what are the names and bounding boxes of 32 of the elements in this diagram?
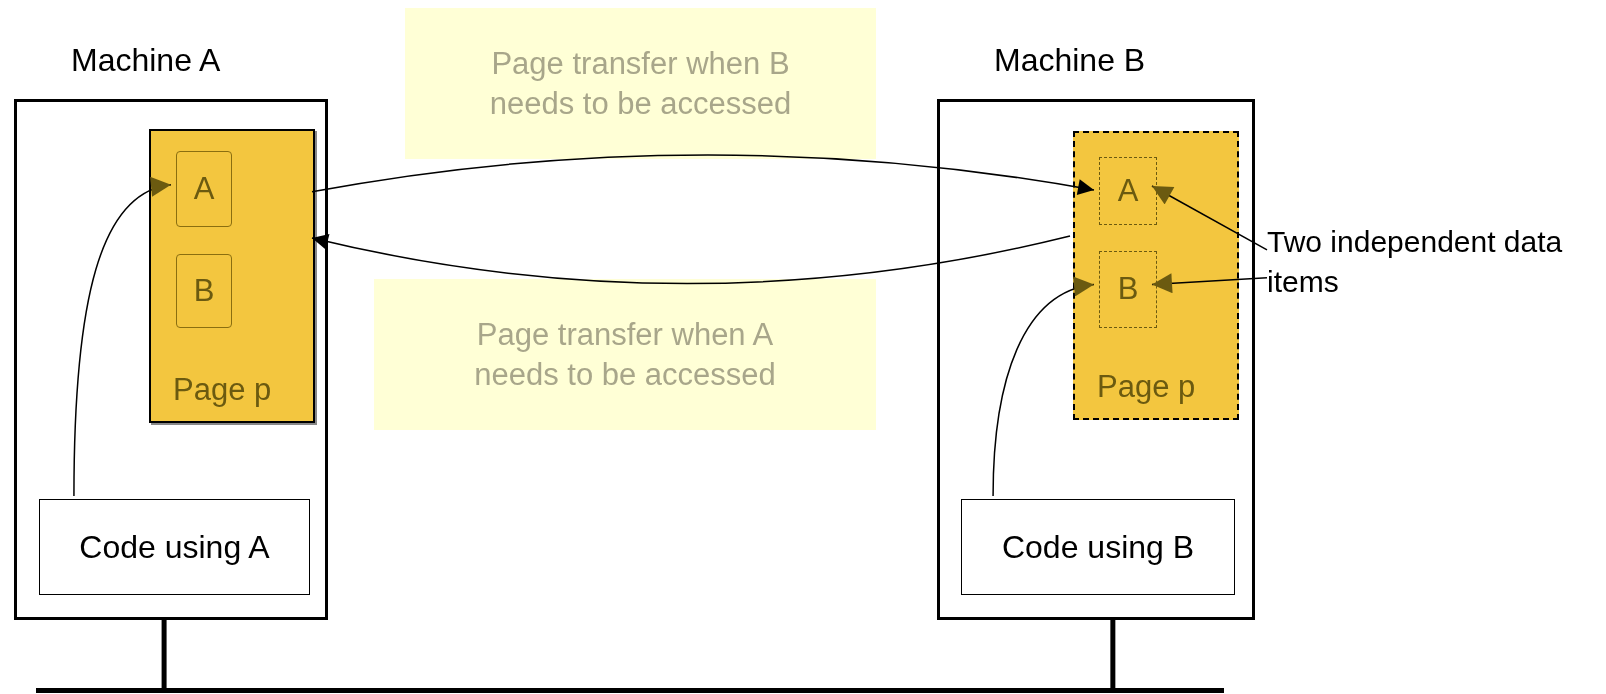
item-label: B — [1117, 270, 1139, 309]
item-label: A — [1117, 171, 1139, 210]
page-label: Page p — [173, 370, 272, 409]
annotation-text: Two independent data items — [1267, 222, 1567, 302]
network-line — [161, 620, 167, 688]
arrow — [1151, 185, 1268, 251]
code-label: Code using A — [79, 528, 270, 567]
network-bus — [36, 688, 1224, 693]
note-band — [405, 8, 876, 159]
note-band — [374, 279, 876, 430]
page-label: Page p — [1097, 367, 1196, 406]
data-item-box — [1099, 251, 1157, 328]
machine-title: Machine B — [994, 41, 1146, 80]
item-label: B — [193, 271, 215, 310]
item-label: A — [193, 169, 215, 208]
arrow — [992, 278, 1095, 497]
code-box — [39, 499, 310, 595]
arrow — [311, 154, 1095, 196]
data-item-box — [176, 254, 232, 328]
machine-title: Machine A — [71, 41, 221, 80]
data-item-box — [176, 151, 232, 227]
arrow — [1151, 273, 1268, 294]
arrow — [73, 179, 172, 497]
data-item-box — [1099, 157, 1157, 225]
note-text: Page transfer when A needs to be accessed — [473, 315, 777, 394]
page-box — [1073, 131, 1239, 420]
code-label: Code using B — [1001, 528, 1195, 567]
network-line — [1110, 620, 1116, 688]
page-box — [149, 129, 315, 423]
code-box — [961, 499, 1235, 595]
note-text: Page transfer when B needs to be accessed — [488, 44, 793, 123]
arrow — [311, 233, 1071, 285]
